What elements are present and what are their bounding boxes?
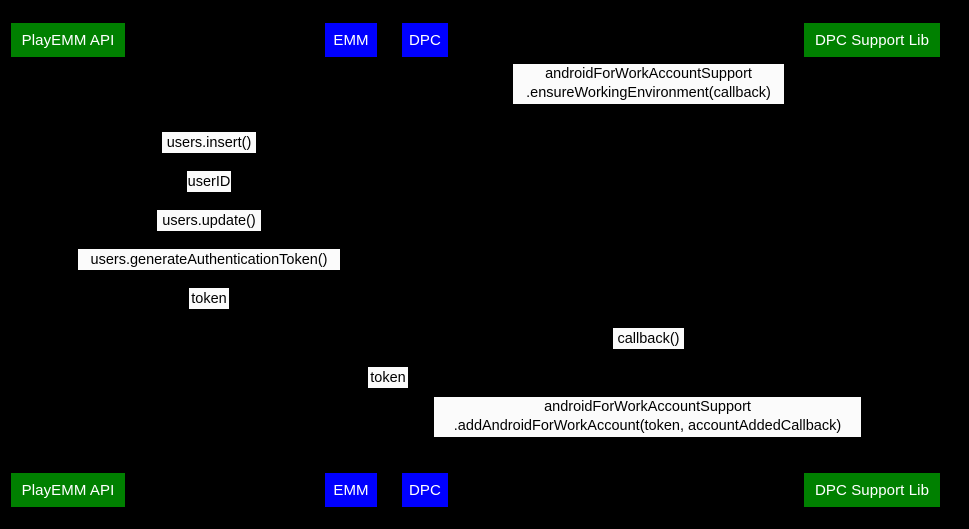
participant-label: DPC Support Lib — [814, 31, 930, 49]
message-label-users-insert: users.insert() — [162, 132, 256, 153]
message-text-line: userID — [187, 173, 231, 190]
participant-playemm-api: PlayEMM API — [11, 23, 125, 57]
message-text-line: .ensureWorkingEnvironment(callback) — [526, 85, 771, 101]
message-text-line: androidForWorkAccountSupport — [544, 399, 751, 415]
participant-label: PlayEMM API — [21, 31, 115, 49]
message-label-token-upper: token — [189, 288, 229, 309]
message-text-line: androidForWorkAccountSupport — [545, 66, 752, 82]
participant-emm: EMM — [325, 473, 377, 507]
participant-dpc-support-lib: DPC Support Lib — [804, 23, 940, 57]
participant-label: EMM — [333, 31, 369, 49]
message-text-line: token — [191, 290, 227, 307]
message-label-users-update: users.update() — [157, 210, 261, 231]
message-text-line: callback() — [617, 330, 680, 347]
message-label-token-lower: token — [368, 367, 408, 388]
message-label-ensure-working-environment: androidForWorkAccountSupport .ensureWorki… — [513, 64, 784, 104]
participant-dpc-support-lib: DPC Support Lib — [804, 473, 940, 507]
message-text-line: users.insert() — [166, 134, 252, 151]
participant-label: DPC — [409, 481, 441, 499]
participant-label: DPC Support Lib — [814, 481, 930, 499]
participant-label: EMM — [333, 481, 369, 499]
message-label-user-id: userID — [187, 171, 231, 192]
participant-label: PlayEMM API — [21, 481, 115, 499]
participant-dpc: DPC — [402, 473, 448, 507]
participant-emm: EMM — [325, 23, 377, 57]
message-label-callback: callback() — [613, 328, 684, 349]
message-label-users-generate-authentication-token: users.generateAuthenticationToken() — [78, 249, 340, 270]
participant-label: DPC — [409, 31, 441, 49]
message-label-add-android-for-work-account: androidForWorkAccountSupport .addAndroidF… — [434, 397, 861, 437]
participant-playemm-api: PlayEMM API — [11, 473, 125, 507]
message-text-line: users.update() — [162, 212, 256, 229]
participant-dpc: DPC — [402, 23, 448, 57]
message-text-line: users.generateAuthenticationToken() — [90, 251, 328, 268]
message-text-line: token — [370, 369, 406, 386]
message-text-line: .addAndroidForWorkAccount(token, account… — [453, 418, 842, 434]
